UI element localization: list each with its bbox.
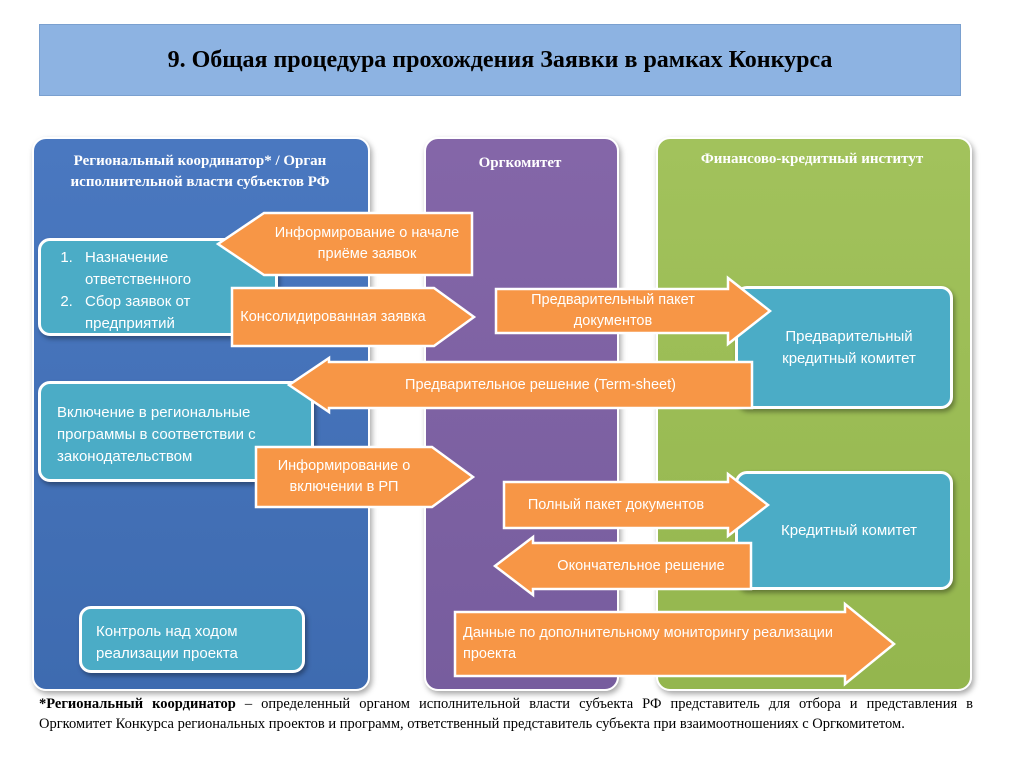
footnote-term: *Региональный координатор [39, 696, 236, 712]
page-title: 9. Общая процедура прохождения Заявки в … [167, 46, 833, 73]
left-arrow-shape [492, 534, 753, 598]
regional-column-header: Региональный координатор* / Орган исполн… [70, 153, 330, 190]
right-arrow-shape [254, 445, 476, 509]
arrow-label: Предварительный пакет документов [531, 292, 695, 329]
arrow-monitoring: Данные по дополнительному мониторингу ре… [453, 601, 896, 687]
prelim-credit-committee-text: Предварительный кредитный комитет [782, 327, 916, 367]
arrow-term-sheet: Предварительное решение (Term-sheet) [286, 355, 754, 415]
control-text: Контроль над ходом реализации проекта [96, 623, 238, 662]
list-item: Сбор заявок от предприятий [77, 291, 275, 335]
arrow-label: Предварительное решение (Term-sheet) [405, 376, 676, 393]
left-arrow-shape [286, 355, 754, 415]
list-item: Назначение ответственного [77, 247, 275, 291]
right-arrow-shape [502, 471, 771, 539]
arrow-label: Информирование о включении в РП [277, 458, 411, 495]
right-arrow-shape [494, 275, 773, 347]
arrow-prelim-package: Предварительный пакет документов [494, 275, 773, 347]
orgcommittee-column-header: Оргкомитет [478, 155, 562, 171]
arrow-label: Консолидированная заявка [240, 308, 426, 325]
credit-committee-text: Кредитный комитет [781, 521, 917, 539]
arrow-inform-start: Информирование о начале приёме заявок [215, 211, 474, 277]
right-arrow-shape [453, 601, 896, 687]
arrow-full-package: Полный пакет документов [502, 471, 771, 539]
arrow-inform-inclusion: Информирование о включении в РП [254, 445, 476, 509]
inclusion-text: Включение в региональные программы в соо… [57, 404, 256, 465]
arrow-label: Данные по дополнительному мониторингу ре… [463, 625, 833, 662]
left-arrow-shape [215, 211, 474, 277]
title-bar: 9. Общая процедура прохождения Заявки в … [39, 24, 961, 96]
finance-institute-column [656, 137, 972, 691]
footnote: *Региональный координатор – определенный… [39, 694, 973, 734]
arrow-consolidated: Консолидированная заявка [230, 286, 477, 348]
finance-column-header: Финансово-кредитный институт [700, 151, 924, 167]
right-arrow-shape [230, 286, 477, 348]
footnote-text: – определенный органом исполнительной вл… [39, 696, 973, 732]
credit-committee-box: Кредитный комитет [735, 471, 953, 590]
prelim-credit-committee-box: Предварительный кредитный комитет [735, 286, 953, 409]
arrow-label: Окончательное решение [557, 557, 725, 574]
control-box: Контроль над ходом реализации проекта [79, 606, 305, 673]
arrow-label: Информирование о начале приёме заявок [274, 225, 460, 262]
duties-list: Назначение ответственного Сбор заявок от… [41, 247, 275, 335]
arrow-final-decision: Окончательное решение [492, 534, 753, 598]
arrow-label: Полный пакет документов [527, 496, 705, 513]
